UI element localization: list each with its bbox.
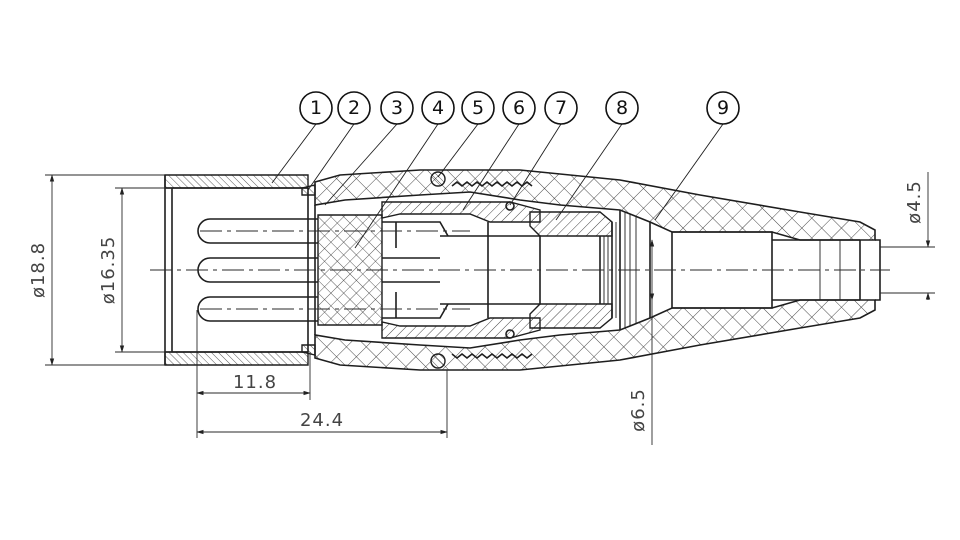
callout-4: 4 xyxy=(421,91,455,125)
dimension-lines xyxy=(45,172,935,445)
inner-sleeve-bottom xyxy=(381,317,541,339)
front-shell-bottom xyxy=(164,351,309,366)
callout-3-label: 3 xyxy=(391,97,403,119)
dimension-labels: ø18.8 ø16.35 ø4.5 ø6.5 11.8 24.4 xyxy=(28,180,925,432)
callout-1: 1 xyxy=(299,91,333,125)
dim-length-short: 11.8 xyxy=(233,372,277,393)
clamp-top xyxy=(529,211,613,237)
callouts: 1 2 3 4 5 6 7 8 xyxy=(299,91,740,125)
pin-contacts xyxy=(382,221,449,319)
callout-4-label: 4 xyxy=(432,97,444,119)
handle-top xyxy=(314,169,876,241)
dim-cable-large: ø6.5 xyxy=(628,388,649,432)
callout-6-label: 6 xyxy=(513,97,525,119)
dim-cable-small: ø4.5 xyxy=(904,180,925,224)
centerlines xyxy=(150,230,890,310)
thread-top xyxy=(451,180,533,188)
dim-length-long: 24.4 xyxy=(300,410,344,431)
callout-9-label: 9 xyxy=(717,97,729,119)
callout-2: 2 xyxy=(337,91,371,125)
pin-top xyxy=(197,218,318,244)
callout-9: 9 xyxy=(706,91,740,125)
small-ring-bottom xyxy=(505,329,515,339)
o-ring-top xyxy=(430,171,446,187)
small-ring-top xyxy=(505,201,515,211)
cable-bore xyxy=(671,231,881,309)
handle-bottom xyxy=(314,299,876,371)
callout-5-label: 5 xyxy=(472,97,484,119)
connector-body xyxy=(164,169,881,371)
callout-8-label: 8 xyxy=(616,97,628,119)
dim-outer-diameter: ø18.8 xyxy=(28,242,49,298)
callout-7: 7 xyxy=(544,91,578,125)
callout-3: 3 xyxy=(380,91,414,125)
callout-7-label: 7 xyxy=(555,97,567,119)
inner-sleeve-top xyxy=(381,201,541,223)
clamp-bottom xyxy=(529,303,613,329)
front-shell-top xyxy=(164,174,309,189)
callout-6: 6 xyxy=(502,91,536,125)
o-ring-bottom xyxy=(430,353,446,369)
dim-inner-diameter: ø16.35 xyxy=(98,236,119,305)
callout-2-label: 2 xyxy=(348,97,360,119)
pin-bottom xyxy=(197,296,318,322)
callout-8: 8 xyxy=(605,91,639,125)
callout-5: 5 xyxy=(461,91,495,125)
callout-1-label: 1 xyxy=(310,97,322,119)
thread-bottom xyxy=(451,352,533,360)
leader-lines xyxy=(271,123,724,249)
